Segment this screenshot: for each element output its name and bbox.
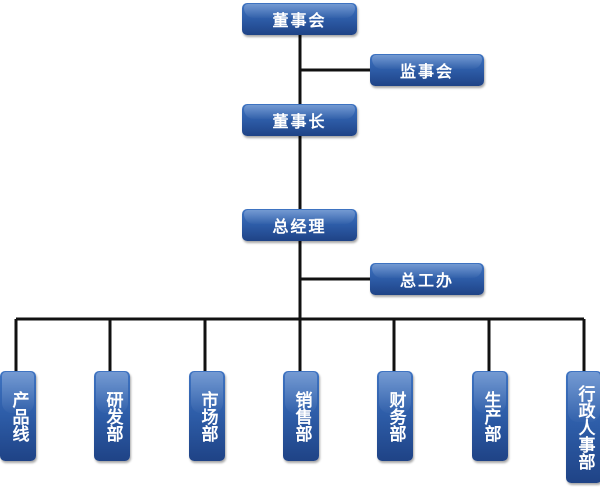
department-box-admin-hr: 行政人事部 [566,371,600,483]
department-label: 产品线 [8,390,29,442]
department-box-product-line: 产品线 [0,371,36,461]
department-label: 生产部 [480,390,501,442]
board-box: 董事会 [242,3,357,35]
board-label: 董事会 [272,11,327,30]
department-box-finance: 财务部 [377,371,413,461]
department-label: 行政人事部 [574,384,595,470]
gm-office-box: 总工办 [370,263,484,295]
department-label: 研发部 [102,390,123,442]
chairman-label: 董事长 [272,112,327,131]
gm-office-label: 总工办 [399,271,454,290]
department-label: 销售部 [291,390,312,442]
department-box-production: 生产部 [472,371,508,461]
supervisory-board-box: 监事会 [370,54,484,86]
department-box-marketing: 市场部 [189,371,225,461]
department-label: 财务部 [385,390,406,442]
general-manager-box: 总经理 [242,209,357,241]
general-manager-label: 总经理 [272,217,327,236]
department-box-sales: 销售部 [283,371,319,461]
department-label: 市场部 [197,390,218,442]
supervisory-board-label: 监事会 [399,62,454,81]
department-box-rnd: 研发部 [94,371,130,461]
chairman-box: 董事长 [242,104,357,136]
